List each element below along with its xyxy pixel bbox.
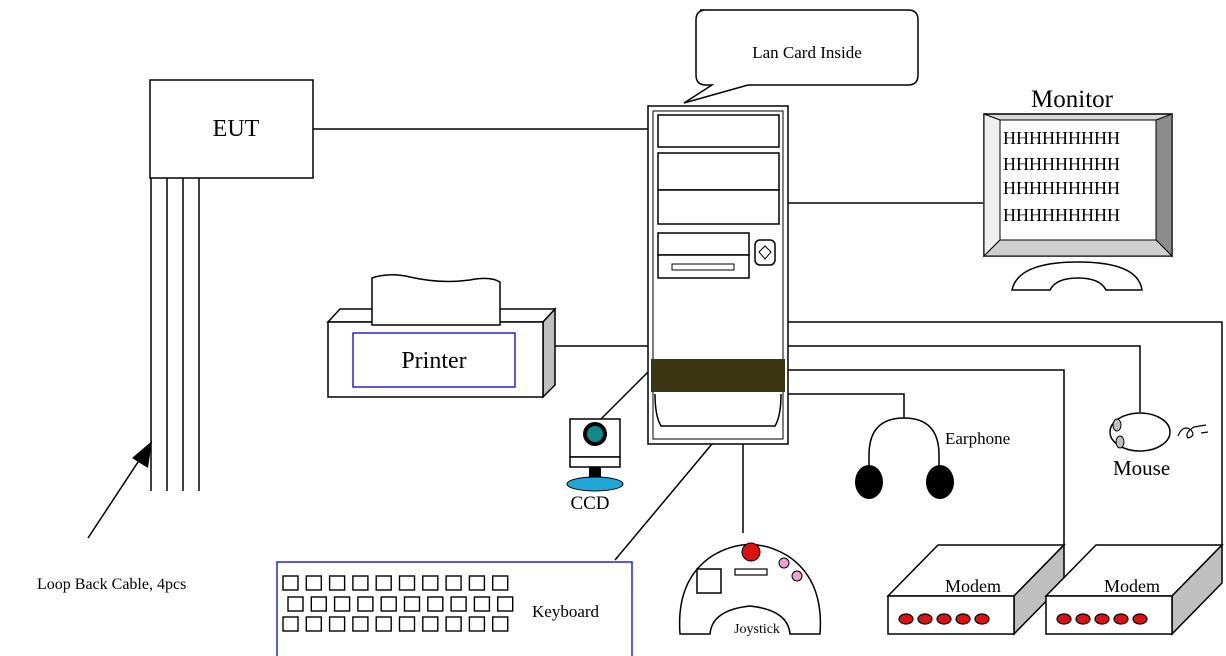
keyboard-key — [427, 596, 444, 612]
keyboard-key — [497, 596, 514, 612]
loopback-pointer: Loop Back Cable, 4pcs — [37, 441, 186, 593]
monitor-label: Monitor — [1031, 86, 1114, 113]
pc-to-modem1-line — [788, 369, 1065, 545]
drive-bay-2 — [657, 152, 780, 191]
callout-label: Lan Card Inside — [752, 43, 862, 62]
keyboard-key — [398, 575, 416, 591]
joystick-label: Joystick — [734, 622, 780, 637]
keyboard-key — [450, 596, 467, 612]
pc-to-earphone-line — [788, 393, 905, 418]
mouse: Mouse — [1109, 412, 1209, 480]
keyboard-key — [352, 575, 369, 591]
floppy-bay — [657, 232, 750, 256]
modem2-label: Modem — [1104, 576, 1160, 596]
connection-lines — [150, 128, 1223, 561]
keyboard-key — [445, 616, 462, 632]
loopback-label: Loop Back Cable, 4pcs — [37, 576, 186, 593]
keyboard-key — [305, 616, 322, 632]
pc-to-mouse-line — [788, 345, 1141, 412]
keyboard-key — [468, 575, 486, 591]
joystick: Joystick — [678, 542, 822, 637]
keyboard-key — [468, 616, 486, 632]
monitor: Monitor HHHHHHHHH HHHHHHHHH HHHHHHHHH HH… — [982, 86, 1174, 291]
modem2-leds — [1056, 613, 1148, 625]
lan-card-callout: Lan Card Inside — [683, 9, 919, 104]
keyboard-key — [380, 596, 397, 612]
eut-label: EUT — [213, 116, 260, 142]
keyboard-key — [375, 616, 392, 632]
pc-tower — [647, 105, 789, 445]
keyboard-key — [328, 616, 346, 632]
monitor-stand — [1011, 261, 1143, 291]
keyboard-key — [287, 596, 304, 612]
keyboard-key — [492, 616, 509, 632]
mouse-label: Mouse — [1113, 456, 1170, 480]
keyboard: Keyboard — [276, 561, 633, 656]
keyboard-key — [403, 596, 421, 612]
drive-bay-1 — [657, 114, 780, 148]
keyboard-key — [445, 575, 462, 591]
keyboard-key — [357, 596, 374, 612]
keyboard-key — [422, 575, 439, 591]
drive-bay-3 — [657, 189, 780, 225]
printer-paper — [371, 274, 501, 326]
keyboard-key — [282, 616, 299, 632]
earphone-label: Earphone — [945, 429, 1010, 448]
keyboard-key — [398, 616, 416, 632]
arrow-head-icon — [132, 441, 152, 468]
keyboard-key — [282, 575, 299, 591]
keyboard-key — [352, 616, 369, 632]
modem-2: Modem — [1044, 543, 1224, 636]
keyboard-key — [333, 596, 351, 612]
monitor-row-3: HHHHHHHHH — [1003, 178, 1120, 198]
modem1-leds — [898, 613, 990, 625]
keyboard-keys — [282, 575, 514, 632]
monitor-row-4: HHHHHHHHH — [1003, 205, 1120, 225]
monitor-row-1: HHHHHHHHH — [1003, 128, 1120, 148]
keyboard-key — [422, 616, 439, 632]
keyboard-key — [492, 575, 509, 591]
keyboard-key — [473, 596, 491, 612]
pc-to-ccd-line — [600, 371, 649, 420]
earphone: Earphone — [855, 417, 1010, 499]
monitor-row-2: HHHHHHHHH — [1003, 154, 1120, 174]
modem1-label: Modem — [945, 576, 1001, 596]
keyboard-key — [305, 575, 322, 591]
drive-band — [651, 359, 785, 392]
modem-1: Modem — [886, 543, 1066, 636]
pc-to-modem2-line — [788, 321, 1223, 545]
eut-box: EUT — [149, 79, 314, 179]
ccd-label: CCD — [570, 493, 609, 514]
keyboard-key — [375, 575, 392, 591]
monitor-screen-text: HHHHHHHHH HHHHHHHHH HHHHHHHHH HHHHHHHHH — [1003, 128, 1120, 225]
keyboard-label: Keyboard — [532, 602, 600, 621]
pc-to-keyboard-line — [614, 443, 713, 561]
ccd-camera: CCD — [566, 418, 624, 514]
keyboard-key — [328, 575, 346, 591]
printer: Printer — [326, 274, 557, 399]
keyboard-key — [310, 596, 327, 612]
printer-label: Printer — [401, 348, 466, 374]
